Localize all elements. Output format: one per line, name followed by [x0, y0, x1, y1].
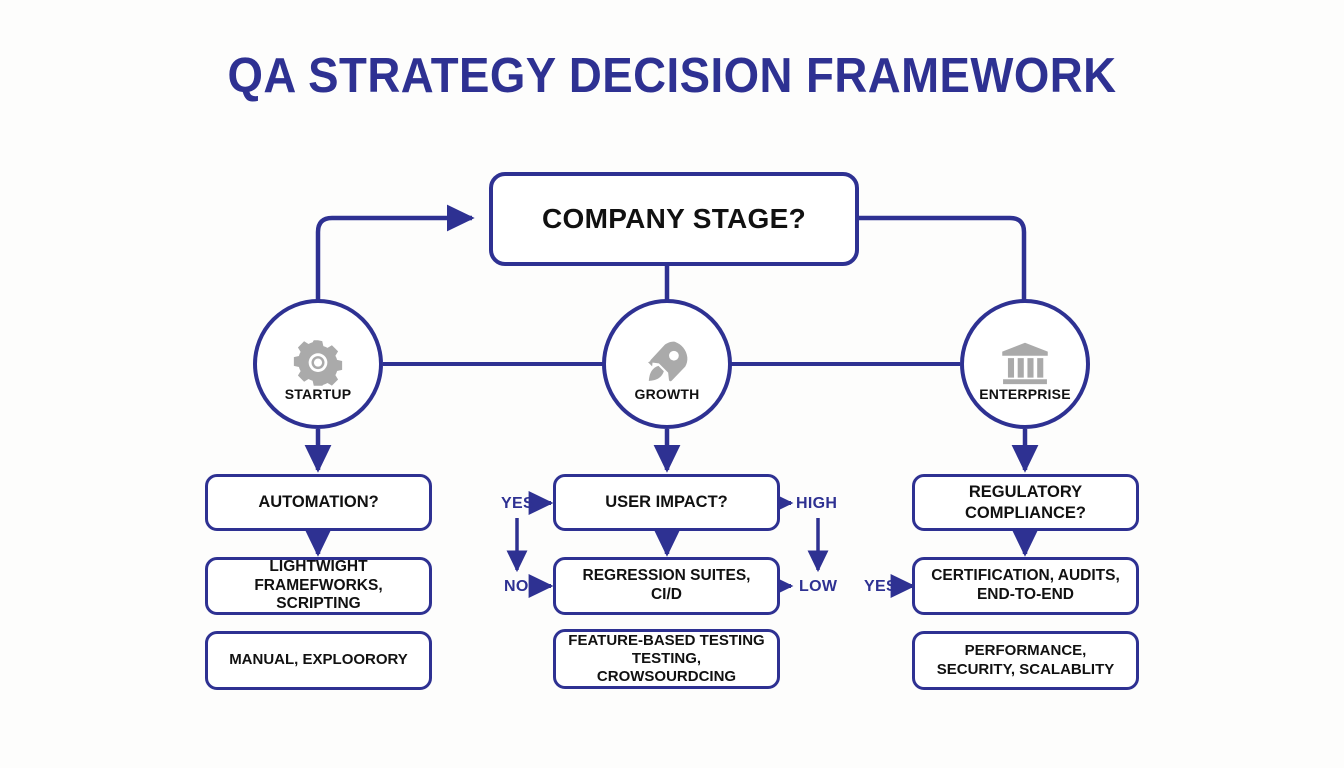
decision-label-startup: AUTOMATION?	[258, 493, 379, 512]
outcome-box-growth-secondary[interactable]: FEATURE-BASED TESTING TESTING, CROWSOURD…	[553, 629, 780, 689]
edge-label-growth-yes: YES	[501, 495, 534, 512]
text-line-1: PERFORMANCE,	[964, 642, 1087, 660]
outcome-label-growth-primary: REGRESSION SUITES, CI/D	[583, 567, 751, 605]
outcome-label-enterprise-primary: CERTIFICATION, AUDITS, END-TO-END	[931, 567, 1120, 605]
decision-label-growth: USER IMPACT?	[605, 493, 728, 512]
outcome-box-enterprise-secondary[interactable]: PERFORMANCE, SECURITY, SCALABLITY	[912, 631, 1139, 690]
outcome-label-startup-secondary: MANUAL, EXPLOORORY	[229, 651, 408, 669]
outcome-box-enterprise-primary[interactable]: CERTIFICATION, AUDITS, END-TO-END	[912, 557, 1139, 615]
outcome-box-growth-primary[interactable]: REGRESSION SUITES, CI/D	[553, 557, 780, 615]
text-line-1: LIGHTWIGHT FRAMEFWORKS,	[254, 557, 383, 594]
text-line-2: SECURITY, SCALABLITY	[936, 660, 1115, 678]
outcome-box-startup-secondary[interactable]: MANUAL, EXPLOORORY	[205, 631, 432, 690]
gear-icon	[293, 340, 343, 386]
text-line-2: END-TO-END	[976, 586, 1074, 603]
outcome-label-enterprise-secondary: PERFORMANCE, SECURITY, SCALABLITY	[937, 642, 1115, 679]
root-decision-label: COMPANY STAGE?	[542, 202, 806, 234]
text-line-1: REGRESSION SUITES,	[582, 567, 751, 585]
text-line-2: SCRIPTING	[276, 595, 361, 613]
text-line-2: CI/D	[650, 586, 682, 603]
edge-label-growth-low: LOW	[799, 578, 838, 595]
decision-box-growth[interactable]: USER IMPACT?	[553, 474, 780, 531]
decision-box-startup[interactable]: AUTOMATION?	[205, 474, 432, 531]
decision-box-enterprise[interactable]: REGULATORY COMPLIANCE?	[912, 474, 1139, 531]
decision-label-enterprise: REGULATORY COMPLIANCE?	[965, 482, 1086, 522]
page-title: QA STRATEGY DECISION FRAMEWORK	[227, 49, 1117, 103]
edge-label-growth-high: HIGH	[796, 495, 838, 512]
stage-label-enterprise: ENTERPRISE	[979, 386, 1071, 402]
text-line-1: FEATURE-BASED TESTING	[568, 631, 765, 649]
edge-root-to-enterprise	[858, 215, 1027, 300]
edge-label-enterprise-yes: YES	[864, 578, 897, 595]
stage-label-startup: STARTUP	[284, 386, 352, 402]
edge-label-growth-no: NO	[504, 578, 529, 595]
text-line-1: CERTIFICATION, AUDITS,	[931, 567, 1120, 585]
outcome-label-startup-primary: LIGHTWIGHT FRAMEFWORKS, SCRIPTING	[218, 558, 419, 615]
edge-startup-to-root	[315, 204, 475, 300]
stage-circle-startup[interactable]: STARTUP	[253, 299, 383, 429]
text-line-2: COMPLIANCE?	[965, 503, 1086, 522]
outcome-box-startup-primary[interactable]: LIGHTWIGHT FRAMEFWORKS, SCRIPTING	[205, 557, 432, 615]
rocket-icon	[648, 341, 688, 382]
root-decision-box[interactable]: COMPANY STAGE?	[489, 172, 859, 266]
outcome-label-growth-secondary: FEATURE-BASED TESTING TESTING, CROWSOURD…	[566, 632, 767, 687]
text-line-1: REGULATORY	[968, 483, 1083, 502]
stage-label-growth: GROWTH	[634, 386, 700, 402]
stage-circle-growth[interactable]: GROWTH	[602, 299, 732, 429]
stage-circle-enterprise[interactable]: ENTERPRISE	[960, 299, 1090, 429]
bank-icon	[1002, 342, 1048, 385]
text-line-2: TESTING, CROWSOURDCING	[596, 649, 737, 686]
